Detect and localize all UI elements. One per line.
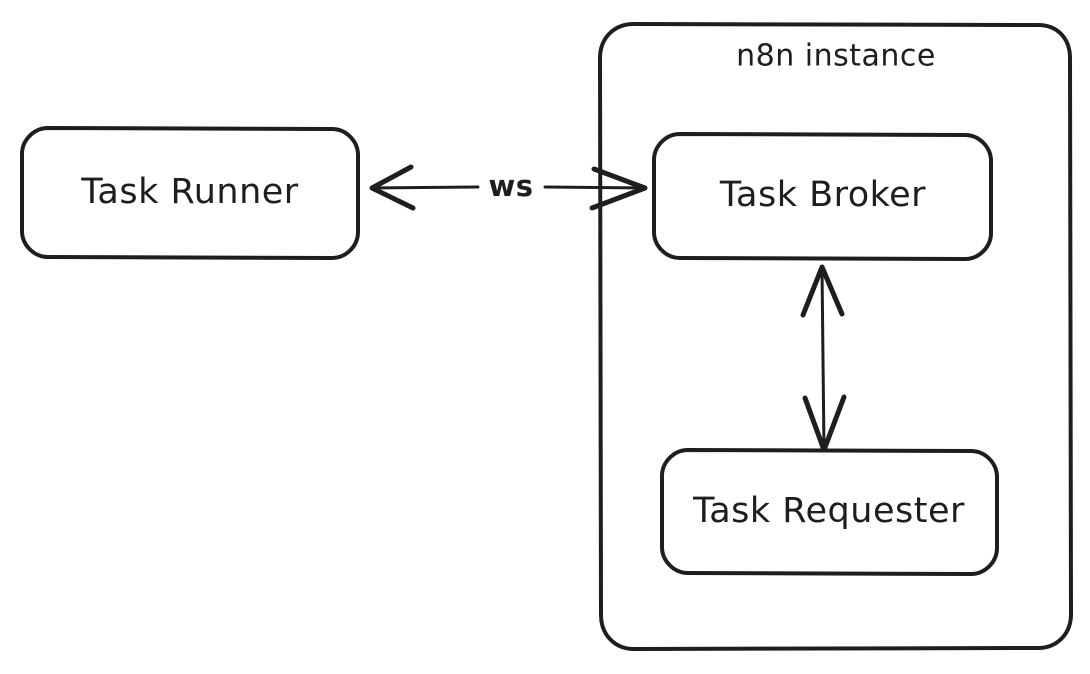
broker-requester-arrowhead-down: [802, 394, 847, 453]
node-task-requester[interactable]: Task Requester: [660, 448, 999, 576]
broker-requester-edge-line: [820, 266, 826, 452]
ws-edge-arrowhead-right: [589, 166, 648, 211]
ws-edge-label: ws: [488, 169, 533, 203]
ws-edge-left-segment: [372, 185, 480, 190]
n8n-instance-title: n8n instance: [736, 39, 936, 74]
task-requester-box-border: [660, 448, 999, 576]
group-n8n-instance[interactable]: n8n instance: [598, 22, 1073, 651]
n8n-instance-border: [598, 22, 1073, 651]
edge-runner-broker-ws[interactable]: ws: [369, 164, 648, 211]
ws-edge-arrowhead-left: [369, 164, 416, 211]
task-runner-box-border: [20, 126, 360, 260]
task-broker-box-border: [652, 132, 993, 261]
broker-requester-arrowhead-up: [800, 264, 845, 318]
task-runner-label: Task Runner: [80, 172, 298, 212]
ws-edge-right-segment: [543, 185, 647, 190]
task-requester-label: Task Requester: [692, 491, 965, 531]
node-task-broker[interactable]: Task Broker: [652, 132, 993, 261]
task-broker-label: Task Broker: [719, 175, 926, 215]
node-task-runner[interactable]: Task Runner: [20, 126, 360, 260]
edge-broker-requester[interactable]: [800, 264, 847, 453]
